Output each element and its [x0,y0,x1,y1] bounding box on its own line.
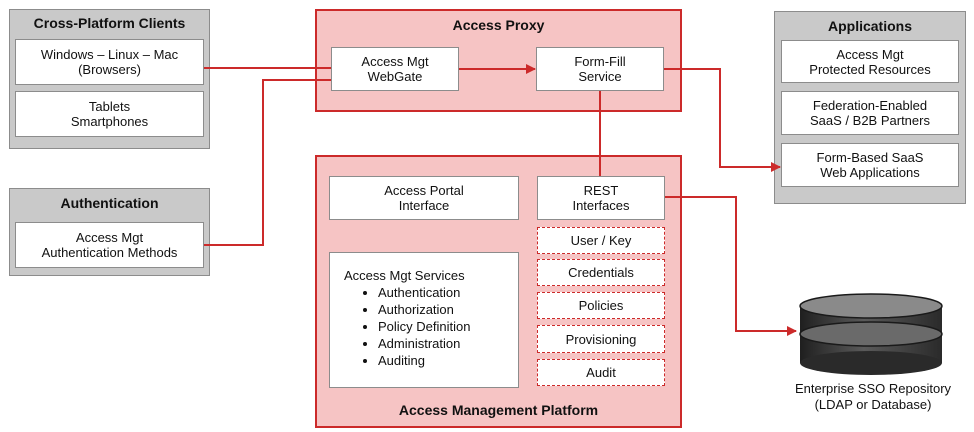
connector-authentication-to-webgate [204,79,331,246]
rest-item-user-key: User / Key [537,227,665,254]
form-fill-line-2: Service [578,69,622,84]
access-mgt-services-box: Access Mgt Services Authentication Autho… [329,252,519,388]
clients-title: Cross-Platform Clients [33,15,186,31]
access-management-platform-title: Access Management Platform [398,402,599,418]
connector-formfill-to-saas [664,68,781,172]
protected-resources-line-2: Protected Resources [809,61,931,77]
rest-item-label: Credentials [568,265,634,280]
rest-item-credentials: Credentials [537,259,665,286]
federation-partners-line-1: Federation-Enabled [812,98,928,113]
form-fill-service-box: Form-Fill Service [536,47,664,91]
rest-item-label: Policies [578,298,624,313]
access-proxy-title: Access Proxy [452,17,545,33]
federation-partners-line-2: SaaS / B2B Partners [810,113,930,128]
service-item: Auditing [378,352,518,369]
protected-resources-line-1: Access Mgt [836,46,904,62]
mobile-devices-line-1: Tablets [88,99,131,114]
service-item: Authentication [378,284,518,301]
rest-interfaces-line-2: Interfaces [572,198,630,213]
access-portal-line-2: Interface [398,198,450,213]
rest-interfaces-line-1: REST [583,183,619,198]
service-item: Authorization [378,301,518,318]
rest-item-provisioning: Provisioning [537,325,665,353]
rest-item-label: User / Key [570,233,632,248]
rest-item-label: Audit [586,365,616,380]
connector-rest-to-repository [665,196,797,336]
service-item: Policy Definition [378,318,518,335]
repository-label-line-2: (LDAP or Database) [814,397,932,412]
access-portal-interface-box: Access Portal Interface [329,176,519,220]
federation-partners-box: Federation-Enabled SaaS / B2B Partners [781,91,959,135]
rest-item-policies: Policies [537,292,665,319]
repository-label-line-1: Enterprise SSO Repository [794,381,952,396]
repository-label: Enterprise SSO Repository (LDAP or Datab… [776,381,970,413]
authentication-title: Authentication [60,195,159,211]
desktop-browsers-line-2: (Browsers) [78,62,141,77]
protected-resources-box: Access Mgt Protected Resources [781,40,959,83]
authentication-methods-line-2: Authentication Methods [41,245,178,260]
rest-interfaces-box: REST Interfaces [537,176,665,220]
form-based-saas-box: Form-Based SaaS Web Applications [781,143,959,187]
webgate-line-2: WebGate [367,69,423,84]
access-portal-line-1: Access Portal [384,183,464,198]
form-based-saas-line-2: Web Applications [820,165,920,180]
applications-title: Applications [827,18,912,34]
service-item: Administration [378,335,518,352]
database-icon [799,293,943,375]
form-fill-line-1: Form-Fill [574,54,626,69]
mobile-devices-line-2: Smartphones [70,114,149,129]
webgate-line-1: Access Mgt [361,54,429,69]
rest-item-audit: Audit [537,359,665,386]
mobile-devices-box: Tablets Smartphones [15,91,204,137]
authentication-methods-box: Access Mgt Authentication Methods [15,222,204,268]
authentication-methods-line-1: Access Mgt [75,230,144,245]
form-based-saas-line-1: Form-Based SaaS [816,150,924,165]
desktop-browsers-line-1: Windows – Linux – Mac [40,47,179,62]
rest-item-label: Provisioning [565,331,637,347]
access-mgt-services-title: Access Mgt Services [344,268,465,283]
access-mgt-services-list: Authentication Authorization Policy Defi… [330,284,518,369]
webgate-box: Access Mgt WebGate [331,47,459,91]
desktop-browsers-box: Windows – Linux – Mac (Browsers) [15,39,204,85]
